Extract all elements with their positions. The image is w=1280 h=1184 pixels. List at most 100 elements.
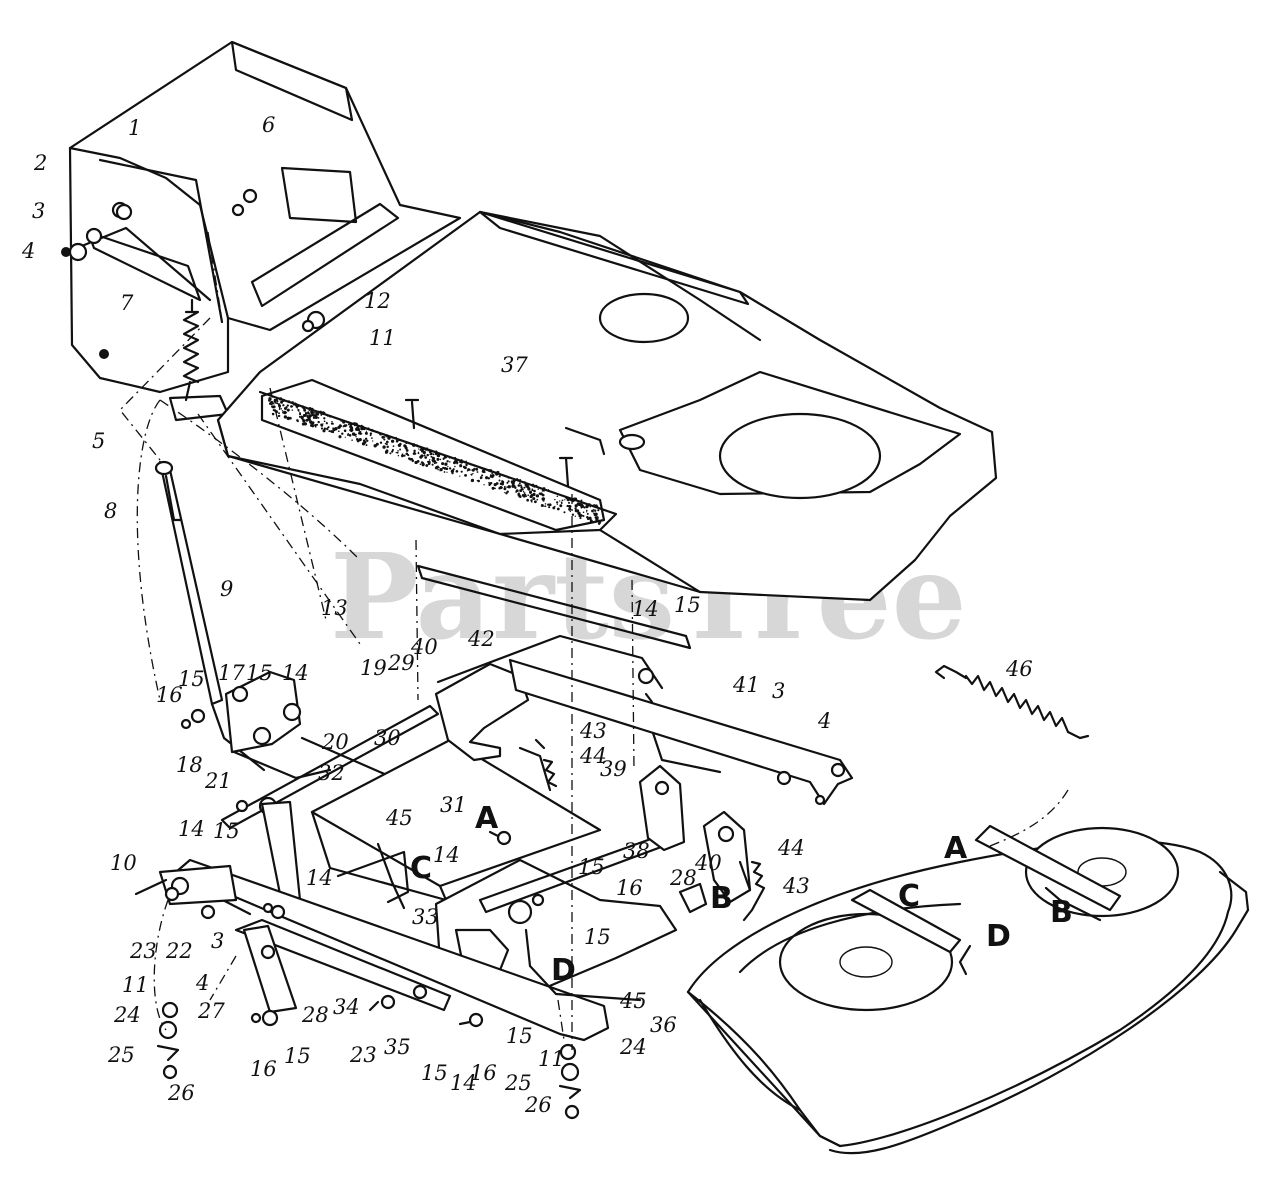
pad-texture-dot — [514, 486, 517, 489]
pad-texture-dot — [286, 408, 290, 412]
pad-texture-dot — [547, 489, 550, 491]
part-number-label: 41 — [732, 673, 760, 697]
part-number-label: 36 — [650, 1013, 677, 1037]
pad-texture-dot — [569, 510, 571, 513]
pad-texture-dot — [364, 437, 368, 440]
pad-texture-dot — [302, 407, 306, 410]
part-number-label: 15 — [578, 855, 605, 879]
pad-texture-dot — [276, 402, 279, 405]
pad-texture-dot — [532, 497, 536, 501]
pad-texture-dot — [488, 482, 492, 486]
pad-texture-dot — [367, 427, 370, 430]
pad-texture-dot — [302, 413, 307, 417]
pad-texture-dot — [287, 400, 291, 403]
connection-letter-label: B — [1050, 895, 1073, 930]
connection-letter-label: D — [986, 919, 1011, 954]
pad-texture-dot — [292, 403, 295, 406]
part-number-label: 44 — [777, 836, 805, 860]
pad-texture-dot — [397, 443, 402, 448]
pad-texture-dot — [270, 403, 273, 406]
pad-texture-dot — [280, 408, 283, 410]
pad-texture-dot — [278, 408, 281, 411]
part-number-label: 22 — [165, 939, 193, 963]
pad-texture-dot — [471, 468, 475, 472]
part-number-label: 9 — [220, 577, 233, 601]
pad-texture-dot — [409, 457, 412, 461]
pad-texture-dot — [281, 410, 284, 412]
pad-texture-dot — [518, 482, 521, 485]
pad-texture-dot — [437, 468, 439, 471]
pad-texture-dot — [271, 412, 275, 416]
pad-texture-dot — [593, 504, 595, 506]
part-number-label: 44 — [579, 744, 607, 768]
pad-texture-dot — [275, 402, 277, 404]
part-number-label: 27 — [197, 999, 225, 1023]
pad-texture-dot — [527, 494, 530, 497]
part-number-label: 26 — [524, 1093, 552, 1117]
spring — [168, 298, 230, 422]
part-number-label: 4 — [21, 239, 35, 263]
part-number-label: 1 — [128, 116, 141, 140]
pad-texture-dot — [405, 442, 408, 445]
pad-texture-dot — [428, 450, 432, 454]
pad-texture-dot — [517, 484, 521, 487]
part-number-label: 37 — [501, 353, 528, 377]
pad-texture-dot — [338, 424, 342, 427]
pad-texture-dot — [561, 502, 563, 505]
part-number-label: 19 — [360, 656, 387, 680]
pad-texture-dot — [534, 500, 537, 504]
pad-texture-dot — [443, 471, 446, 473]
pad-texture-dot — [351, 439, 353, 441]
pad-texture-dot — [386, 445, 389, 449]
pad-texture-dot — [491, 472, 493, 475]
pad-texture-dot — [348, 434, 352, 437]
pad-texture-dot — [466, 470, 469, 472]
pad-texture-dot — [418, 448, 420, 450]
pad-texture-dot — [460, 470, 463, 473]
part-number-label: 15 — [506, 1024, 533, 1048]
pad-texture-dot — [446, 460, 449, 463]
part-number-label: 38 — [623, 839, 650, 863]
pad-texture-dot — [403, 454, 406, 457]
pad-texture-dot — [325, 414, 328, 416]
pad-texture-dot — [516, 479, 519, 482]
pad-texture-dot — [296, 407, 299, 409]
pad-texture-dot — [498, 487, 501, 490]
pad-texture-dot — [523, 492, 526, 495]
pad-texture-dot — [341, 432, 344, 435]
pad-texture-dot — [317, 410, 320, 413]
pad-texture-dot — [326, 414, 329, 417]
pad-texture-dot — [448, 457, 451, 459]
pad-texture-dot — [433, 460, 437, 463]
part-number-label: 13 — [321, 596, 348, 620]
pad-texture-dot — [414, 452, 417, 455]
pad-texture-dot — [593, 513, 597, 516]
part-number-label: 15 — [246, 661, 273, 685]
pad-texture-dot — [387, 436, 391, 440]
pad-texture-dot — [413, 453, 415, 456]
pad-texture-dot — [291, 409, 294, 411]
pad-texture-dot — [477, 479, 480, 483]
deck-hanger-rods — [376, 842, 642, 1002]
pad-texture-dot — [428, 462, 431, 465]
pad-texture-dot — [397, 450, 399, 452]
part-number-label: 3 — [772, 679, 785, 703]
pad-texture-dot — [433, 462, 436, 465]
part-number-label: 17 — [218, 661, 245, 685]
pad-texture-dot — [431, 463, 434, 466]
pad-texture-dot — [320, 423, 323, 426]
part-number-label: 43 — [579, 719, 607, 743]
pad-texture-dot — [347, 421, 350, 424]
pad-texture-dot — [472, 472, 474, 475]
pad-texture-dot — [590, 519, 592, 521]
connection-letter-label: B — [710, 881, 733, 916]
pad-texture-dot — [503, 487, 507, 491]
pad-texture-dot — [444, 462, 448, 466]
part-number-label: 15 — [674, 593, 701, 617]
pad-texture-dot — [494, 487, 496, 490]
pad-texture-dot — [522, 491, 525, 493]
part-number-label: 6 — [262, 113, 275, 137]
pad-texture-dot — [401, 454, 404, 458]
